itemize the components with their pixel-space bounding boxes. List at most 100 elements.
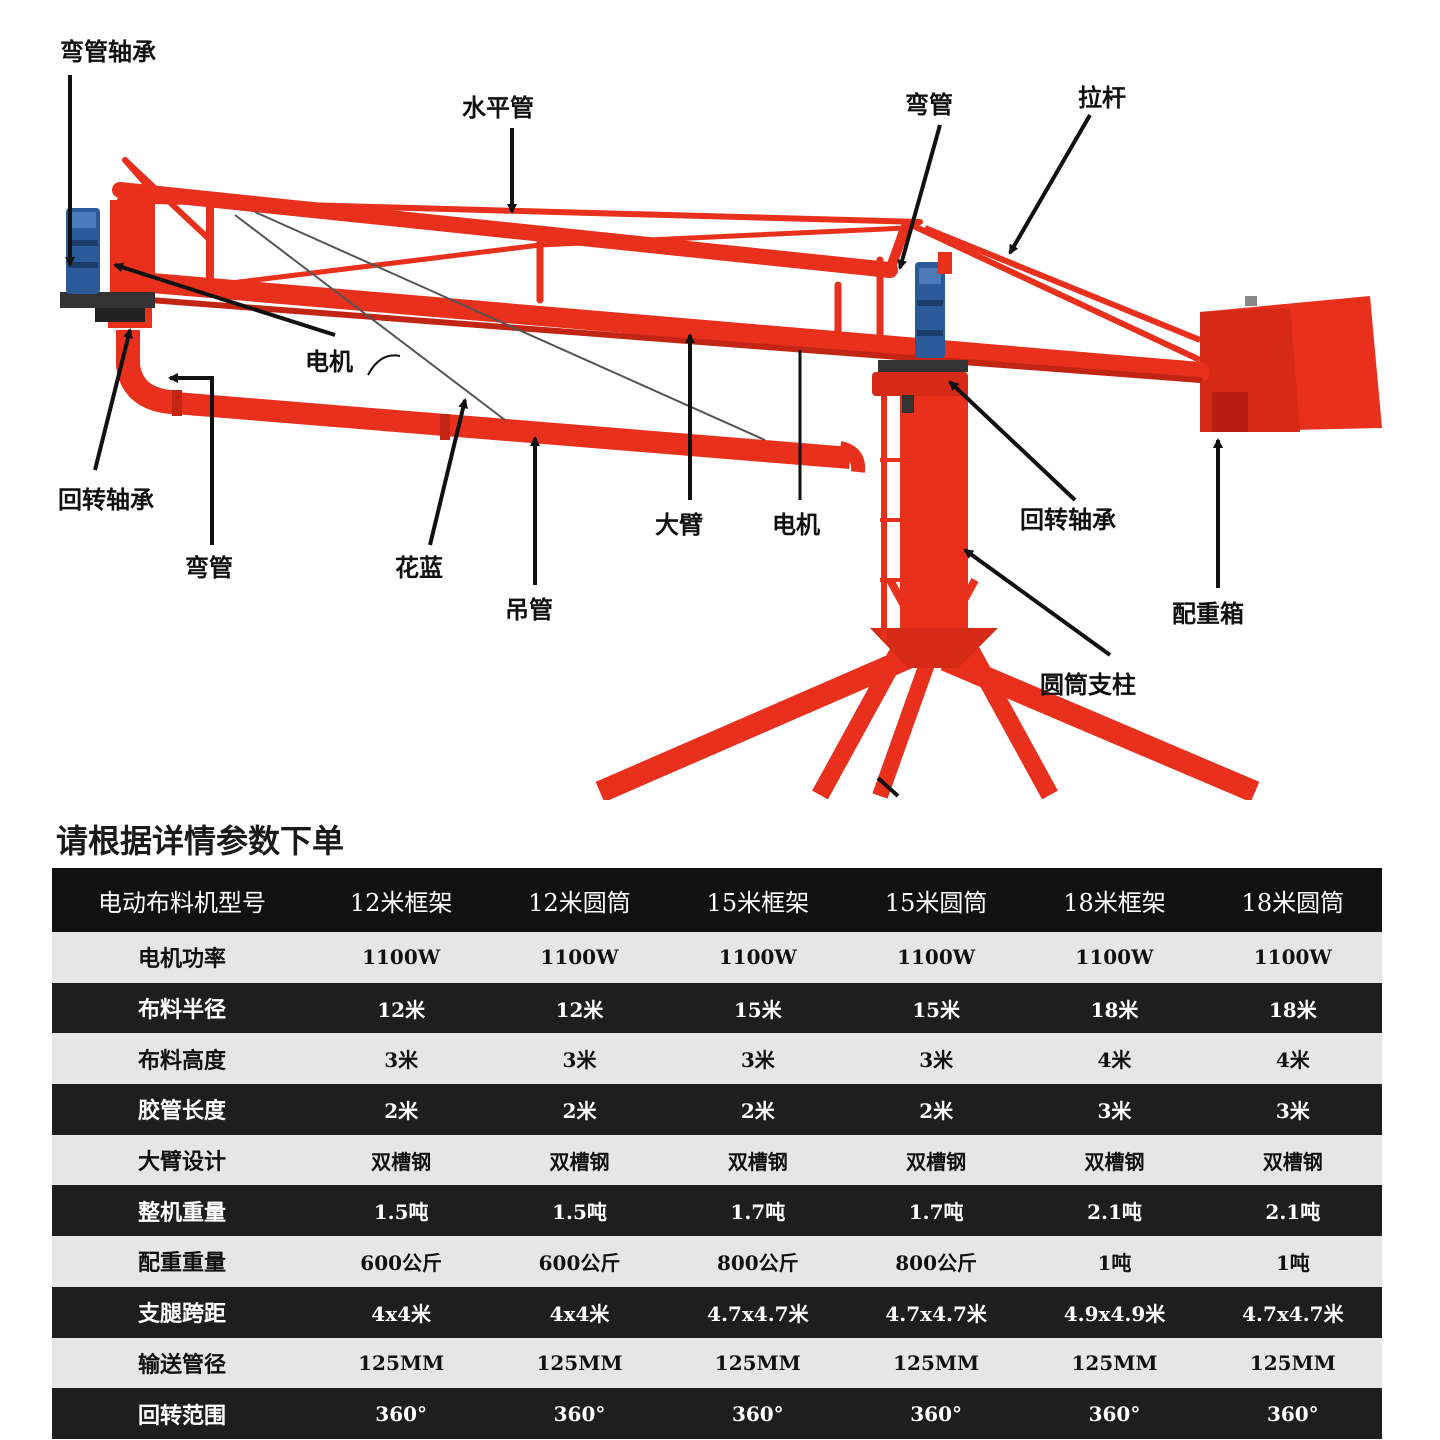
column	[870, 372, 998, 668]
table-cell: 15米	[912, 997, 961, 1022]
table-row: 电机功率 1100W 1100W 1100W 1100W 1100W 1100W	[52, 932, 1382, 983]
table-cell: 4.7x4.7米	[1242, 1301, 1344, 1326]
tie-rods	[903, 219, 1202, 363]
row-label: 输送管径	[137, 1352, 226, 1378]
label-tie-rod: 拉杆	[1078, 84, 1126, 112]
table-cell: 4.9x4.9米	[1063, 1301, 1166, 1326]
label-slewing-bearing-left: 回转轴承	[58, 486, 154, 514]
table-cell: 4x4米	[371, 1301, 432, 1326]
support-cables	[234, 211, 766, 441]
table-cell: 1100W	[362, 945, 441, 970]
table-cell: 12米	[377, 997, 426, 1022]
left-elbow-assembly	[60, 200, 180, 414]
table-cell: 3米	[1097, 1098, 1132, 1123]
label-arrows	[65, 75, 1223, 798]
table-cell: 125MM	[358, 1350, 445, 1375]
row-label: 电机功率	[137, 947, 226, 973]
table-cell: 12米	[555, 997, 604, 1022]
table-cell: 1100W	[897, 945, 976, 970]
label-big-arm: 大臂	[655, 511, 703, 539]
table-cell: 360°	[1088, 1401, 1141, 1426]
table-cell: 1.7吨	[908, 1200, 964, 1225]
label-counterweight-box: 配重箱	[1172, 600, 1244, 628]
table-cell: 125MM	[893, 1350, 980, 1375]
boom-illustration	[60, 75, 1382, 803]
table-cell: 1.7吨	[730, 1200, 786, 1225]
table-cell: 2米	[919, 1098, 954, 1123]
table-cell: 1100W	[1253, 945, 1332, 970]
row-label: 布料高度	[137, 1048, 226, 1074]
row-label: 回转范围	[137, 1403, 226, 1429]
label-motor-left: 电机	[305, 348, 353, 376]
right-motor-assembly	[878, 252, 968, 372]
table-cell: 18米	[1090, 997, 1139, 1022]
row-label: 整机重量	[137, 1200, 226, 1226]
table-cell: 600公斤	[360, 1250, 443, 1275]
table-cell: 4米	[1097, 1048, 1132, 1073]
table-cell: 2.1吨	[1265, 1200, 1321, 1225]
table-cell: 2米	[562, 1098, 597, 1123]
table-cell: 3米	[740, 1048, 775, 1073]
spec-table: 电动布料机型号 12米框架 12米圆筒 15米框架 15米圆筒 18米框架 18…	[52, 868, 1382, 1439]
table-cell: 1.5吨	[552, 1200, 607, 1225]
table-cell: 4.7x4.7米	[707, 1301, 809, 1326]
table-cell: 1吨	[1097, 1250, 1132, 1275]
table-row: 胶管长度 2米 2米 2米 2米 3米 3米	[52, 1084, 1382, 1135]
table-cell: 双槽钢	[371, 1149, 432, 1174]
row-label: 胶管长度	[137, 1099, 226, 1125]
table-cell: 125MM	[1071, 1350, 1158, 1375]
big-arm	[130, 272, 1210, 383]
table-cell: 125MM	[714, 1350, 801, 1375]
label-column: 圆筒支柱	[1040, 671, 1136, 699]
table-cell: 2.1吨	[1087, 1200, 1142, 1225]
row-label: 大臂设计	[137, 1150, 226, 1176]
table-cell: 双槽钢	[906, 1149, 967, 1174]
table-cell: 3米	[919, 1048, 954, 1073]
table-cell: 4米	[1275, 1048, 1310, 1073]
label-turnbuckle: 花蓝	[395, 554, 443, 582]
table-cell: 360°	[1266, 1401, 1319, 1426]
table-cell: 360°	[375, 1401, 428, 1426]
spec-title: 请根据详情参数下单	[56, 822, 345, 860]
horizontal-pipe	[112, 157, 923, 349]
concrete-placing-boom-diagram: 弯管轴承 水平管 弯管 拉杆 电机 回转轴承 弯管 花蓝 吊管 大臂 电机 回转…	[58, 38, 1382, 803]
table-cell: 3米	[1275, 1098, 1310, 1123]
table-cell: 2米	[740, 1098, 775, 1123]
table-cell: 15米	[733, 997, 782, 1022]
label-elbow-bottom: 弯管	[185, 554, 233, 582]
table-cell: 4.7x4.7米	[885, 1301, 987, 1326]
header-col: 18米圆筒	[1241, 888, 1345, 917]
table-cell: 800公斤	[716, 1250, 799, 1275]
table-cell: 360°	[731, 1401, 784, 1426]
table-cell: 360°	[553, 1401, 606, 1426]
table-row: 整机重量 1.5吨 1.5吨 1.7吨 1.7吨 2.1吨 2.1吨	[52, 1185, 1382, 1237]
header-col: 18米框架	[1063, 888, 1166, 917]
row-label: 布料半径	[137, 998, 226, 1024]
label-motor-right: 电机	[772, 511, 820, 539]
label-slewing-bearing-right: 回转轴承	[1020, 506, 1116, 534]
counterweight-box	[1200, 296, 1382, 432]
label-elbow-top: 弯管	[905, 91, 953, 119]
spec-header-row: 电动布料机型号 12米框架 12米圆筒 15米框架 15米圆筒 18米框架 18…	[52, 868, 1382, 932]
table-cell: 1100W	[718, 945, 797, 970]
table-cell: 1吨	[1275, 1250, 1310, 1275]
table-cell: 双槽钢	[1084, 1149, 1145, 1174]
table-cell: 1.5吨	[373, 1200, 429, 1225]
table-cell: 2米	[384, 1098, 419, 1123]
base-legs	[595, 578, 1260, 803]
table-cell: 125MM	[536, 1350, 623, 1375]
table-cell: 双槽钢	[727, 1149, 788, 1174]
table-cell: 3米	[562, 1048, 597, 1073]
table-row: 大臂设计双槽钢双槽钢双槽钢双槽钢双槽钢双槽钢	[52, 1134, 1382, 1186]
header-col: 12米圆筒	[528, 888, 631, 917]
header-col: 12米框架	[349, 888, 453, 917]
row-label: 配重重量	[137, 1251, 226, 1277]
table-cell: 1100W	[540, 945, 619, 970]
table-cell: 1100W	[1075, 945, 1154, 970]
